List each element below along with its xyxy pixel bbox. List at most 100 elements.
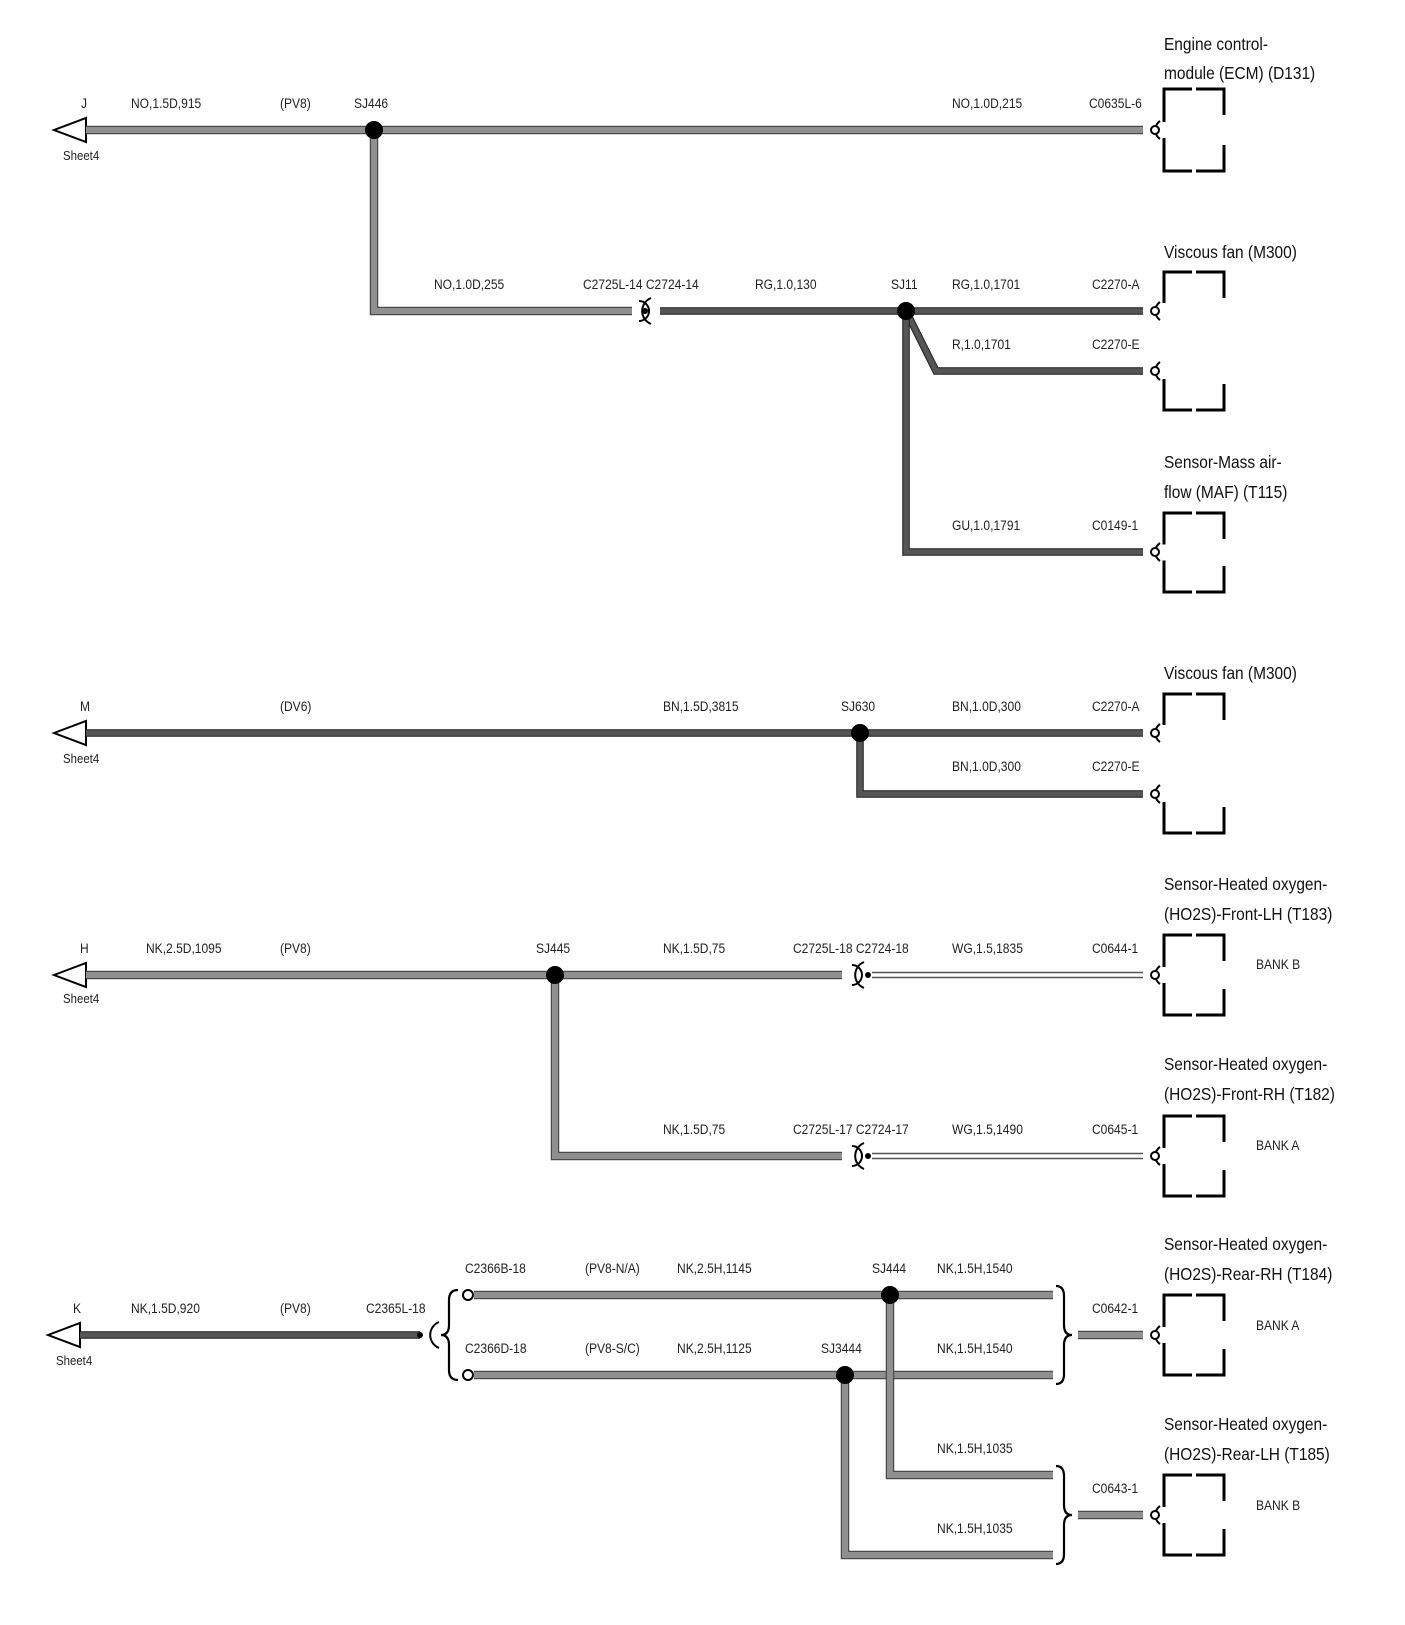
offsheet-letter-h: H <box>80 940 89 956</box>
label-option-k: (PV8) <box>280 1300 311 1316</box>
label-splice-sj444: SJ444 <box>872 1260 906 1276</box>
inline-connector-c2725l-14[interactable] <box>638 297 652 325</box>
label-option-d: (PV8-S/C) <box>585 1340 640 1356</box>
splice-sj445[interactable] <box>546 966 564 984</box>
splice-sj446[interactable] <box>365 121 383 139</box>
connector-c2366b-18[interactable] <box>462 1289 474 1301</box>
pin-c0642-1[interactable] <box>1150 1330 1160 1340</box>
wire-j-fan-e[interactable] <box>903 309 1143 374</box>
label-ho2s-frh-line1: Sensor-Heated oxygen- <box>1164 1054 1327 1074</box>
offsheet-arrow-j[interactable] <box>51 116 87 144</box>
wire-k-lh2[interactable] <box>842 1375 1053 1558</box>
label-wire-j-branch: NO,1.0D,255 <box>434 276 504 292</box>
box-ecm <box>1162 87 1226 173</box>
label-ecm-line2: module (ECM) (D131) <box>1164 63 1315 83</box>
wire-j-maf[interactable] <box>903 311 1143 555</box>
circuit-k: K Sheet4 NK,1.5D,920 (PV8) <box>45 1260 1143 1566</box>
label-ho2s-flh-line2: (HO2S)-Front-LH (T183) <box>1164 904 1332 924</box>
box-ho2s-rlh <box>1162 1473 1226 1557</box>
box-ho2s-rrh <box>1162 1293 1226 1377</box>
label-option-j: (PV8) <box>280 95 311 111</box>
label-fan1: Viscous fan (M300) <box>1164 242 1297 262</box>
splice-sj444[interactable] <box>881 1286 899 1304</box>
pin-c0635l-6[interactable] <box>1150 125 1160 135</box>
label-wire-h-top: NK,1.5D,75 <box>663 940 725 956</box>
inline-connector-c2725l-17[interactable] <box>851 1142 871 1170</box>
label-option-b: (PV8-N/A) <box>585 1260 640 1276</box>
label-option-h: (PV8) <box>280 940 311 956</box>
pin-fan1-c2270-e[interactable] <box>1150 366 1160 376</box>
label-conn-c2366b: C2366B-18 <box>465 1260 526 1276</box>
label-wire-k-b-out: NK,1.5H,1540 <box>937 1260 1013 1276</box>
label-conn-m-e: C2270-E <box>1092 758 1140 774</box>
label-wire-m-a: BN,1.0D,300 <box>952 698 1021 714</box>
component-labels: Engine control- module (ECM) (D131) Visc… <box>1164 34 1335 1513</box>
label-conn-c2366d: C2366D-18 <box>465 1340 527 1356</box>
label-conn-maf: C0149-1 <box>1092 517 1138 533</box>
wire-j-branch[interactable] <box>371 130 632 314</box>
label-bank-rlh: BANK B <box>1256 1497 1300 1513</box>
label-option-m: (DV6) <box>280 698 311 714</box>
offsheet-sheet-j: Sheet4 <box>63 148 99 163</box>
label-conn-c0644: C0644-1 <box>1092 940 1138 956</box>
label-bank-frh: BANK A <box>1256 1137 1300 1153</box>
wire-k-lh1[interactable] <box>887 1295 1053 1478</box>
label-conn-c0645: C0645-1 <box>1092 1121 1138 1137</box>
splice-sj11[interactable] <box>897 302 915 320</box>
box-fan1-bottom <box>1162 379 1226 412</box>
label-wire-k-b: NK,2.5H,1145 <box>677 1260 752 1276</box>
box-maf <box>1162 511 1226 594</box>
offsheet-letter-k: K <box>73 1300 81 1316</box>
pin-fan2-c2270-e[interactable] <box>1150 789 1160 799</box>
splice-sj630[interactable] <box>851 724 869 742</box>
offsheet-letter-j: J <box>81 95 87 111</box>
connector-c2366d-18[interactable] <box>462 1369 474 1381</box>
label-wire-k-d-out: NK,1.5H,1540 <box>937 1340 1013 1356</box>
box-fan2-bottom <box>1162 802 1226 835</box>
label-splice-sj3444: SJ3444 <box>821 1340 862 1356</box>
offsheet-sheet-h: Sheet4 <box>63 991 99 1006</box>
label-bank-rrh: BANK A <box>1256 1317 1300 1333</box>
wire-m-branch[interactable] <box>857 733 1143 797</box>
label-wire-k-lh2: NK,1.5H,1035 <box>937 1520 1013 1536</box>
label-wire-h-wg-bot: WG,1.5,1490 <box>952 1121 1023 1137</box>
offsheet-arrow-h[interactable] <box>51 961 87 989</box>
label-wire-h-bot: NK,1.5D,75 <box>663 1121 725 1137</box>
label-ho2s-rrh-line1: Sensor-Heated oxygen- <box>1164 1234 1327 1254</box>
pin-fan2-c2270-a[interactable] <box>1150 728 1160 738</box>
pin-fan1-c2270-a[interactable] <box>1150 306 1160 316</box>
connector-c2365l-18[interactable] <box>417 1321 440 1349</box>
box-fan2-top <box>1162 692 1226 725</box>
pin-c0645-1[interactable] <box>1150 1151 1160 1161</box>
label-wire-h-wg-top: WG,1.5,1835 <box>952 940 1023 956</box>
label-wire-k-lh1: NK,1.5H,1035 <box>937 1440 1013 1456</box>
splice-sj3444[interactable] <box>836 1366 854 1384</box>
offsheet-arrow-m[interactable] <box>51 719 87 747</box>
label-splice-sj630: SJ630 <box>841 698 875 714</box>
label-wire-m-e: BN,1.0D,300 <box>952 758 1021 774</box>
offsheet-arrow-k[interactable] <box>45 1321 81 1349</box>
label-wire-j-ecm: NO,1.0D,215 <box>952 95 1022 111</box>
label-maf-line1: Sensor-Mass air- <box>1164 452 1282 472</box>
pin-c0644-1[interactable] <box>1150 970 1160 980</box>
circuit-j: J Sheet4 NO,1.5D,915 (PV8) SJ446 NO,1.0D… <box>51 95 1143 556</box>
pin-c0149-1[interactable] <box>1150 547 1160 557</box>
pin-c0643-1[interactable] <box>1150 1510 1160 1520</box>
label-ho2s-rlh-line2: (HO2S)-Rear-LH (T185) <box>1164 1444 1330 1464</box>
label-splice-sj445: SJ445 <box>536 940 570 956</box>
label-inline-c2725l-18: C2725L-18 C2724-18 <box>793 940 909 956</box>
box-ho2s-frh <box>1162 1114 1226 1198</box>
brace-rrh <box>1055 1284 1073 1386</box>
label-bank-flh: BANK B <box>1256 956 1300 972</box>
inline-connector-c2725l-18[interactable] <box>851 961 871 989</box>
label-ho2s-flh-line1: Sensor-Heated oxygen- <box>1164 874 1327 894</box>
circuit-h: H Sheet4 NK,2.5D,1095 (PV8) SJ445 NK,1.5… <box>51 940 1143 1170</box>
label-wire-h-in: NK,2.5D,1095 <box>146 940 222 956</box>
label-conn-m-a: C2270-A <box>1092 698 1140 714</box>
label-conn-c0642: C0642-1 <box>1092 1300 1138 1316</box>
label-ho2s-rrh-line2: (HO2S)-Rear-RH (T184) <box>1164 1264 1332 1284</box>
component-boxes <box>1150 87 1226 1557</box>
wire-h-branch[interactable] <box>552 975 842 1159</box>
label-ecm-line1: Engine control- <box>1164 34 1268 54</box>
